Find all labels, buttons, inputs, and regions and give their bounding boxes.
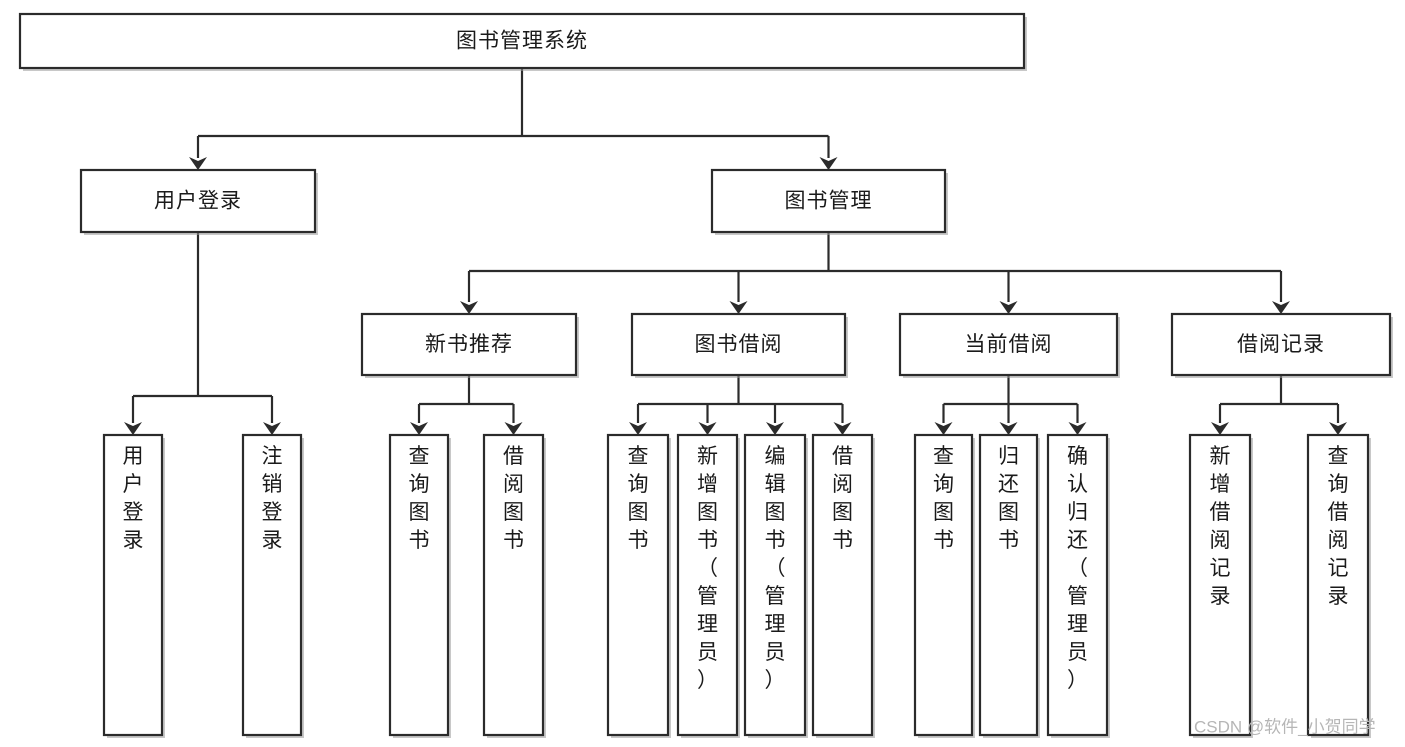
- node-label: 归还图书: [998, 445, 1019, 552]
- node-label: 借阅图书: [832, 445, 853, 552]
- node-label: 新增借阅记录: [1210, 445, 1231, 608]
- node-label: 查询图书: [409, 445, 430, 552]
- edge-group-login: [124, 232, 281, 435]
- edges-layer: [124, 68, 1347, 435]
- node-leaf-bw-query[interactable]: 查询图书: [606, 433, 671, 738]
- node-leaf-bw-edit[interactable]: 编辑图书（管理员）: [743, 433, 808, 738]
- node-label: 查询图书: [933, 445, 954, 552]
- edge-group-bookmgmt: [460, 232, 1290, 314]
- node-leaf-cur-return[interactable]: 归还图书: [978, 433, 1040, 738]
- node-newbook[interactable]: 新书推荐: [360, 312, 579, 378]
- node-leaf-bw-add[interactable]: 新增图书（管理员）: [676, 433, 740, 738]
- node-label: 借阅图书: [503, 445, 524, 552]
- nodes-layer: 图书管理系统用户登录图书管理新书推荐图书借阅当前借阅借阅记录用户登录注销登录查询…: [18, 12, 1393, 738]
- node-leaf-rec-query[interactable]: 查询借阅记录: [1306, 433, 1371, 738]
- node-label: 当前借阅: [965, 333, 1053, 356]
- csdn-watermark: CSDN @软件_小贺同学: [1194, 717, 1376, 736]
- node-leaf-nb-query[interactable]: 查询图书: [388, 433, 451, 738]
- node-label: 图书借阅: [695, 333, 783, 356]
- node-leaf-cur-query[interactable]: 查询图书: [913, 433, 975, 738]
- node-leaf-bw-borrow[interactable]: 借阅图书: [811, 433, 875, 738]
- edge-group-current: [934, 375, 1087, 435]
- node-label: 注销登录: [262, 445, 283, 552]
- node-login[interactable]: 用户登录: [79, 168, 318, 235]
- edge-group-newbook: [410, 375, 523, 435]
- node-label: 新增图书（管理员）: [697, 445, 718, 692]
- edge-group-root: [189, 68, 838, 170]
- node-label: 用户登录: [123, 445, 144, 552]
- node-leaf-user-login[interactable]: 用户登录: [102, 433, 165, 738]
- edge-group-borrow: [629, 375, 852, 435]
- node-leaf-rec-add[interactable]: 新增借阅记录: [1188, 433, 1253, 738]
- node-current[interactable]: 当前借阅: [898, 312, 1120, 378]
- node-leaf-nb-borrow[interactable]: 借阅图书: [482, 433, 546, 738]
- node-label: 用户登录: [154, 190, 242, 213]
- node-label: 确认归还（管理员）: [1067, 445, 1088, 692]
- node-borrow[interactable]: 图书借阅: [630, 312, 848, 378]
- node-bookmgmt[interactable]: 图书管理: [710, 168, 948, 235]
- node-label: 查询图书: [628, 445, 649, 552]
- node-leaf-user-logout[interactable]: 注销登录: [241, 433, 304, 738]
- node-label: 查询借阅记录: [1328, 445, 1349, 608]
- node-root[interactable]: 图书管理系统: [18, 12, 1027, 71]
- edge-group-records: [1211, 375, 1347, 435]
- node-label: 借阅记录: [1237, 333, 1325, 356]
- node-records[interactable]: 借阅记录: [1170, 312, 1393, 378]
- node-label: 图书管理: [785, 190, 873, 213]
- node-label: 图书管理系统: [456, 30, 588, 53]
- node-label: 编辑图书（管理员）: [765, 445, 786, 692]
- node-leaf-cur-confirm[interactable]: 确认归还（管理员）: [1046, 433, 1110, 738]
- node-label: 新书推荐: [425, 333, 513, 356]
